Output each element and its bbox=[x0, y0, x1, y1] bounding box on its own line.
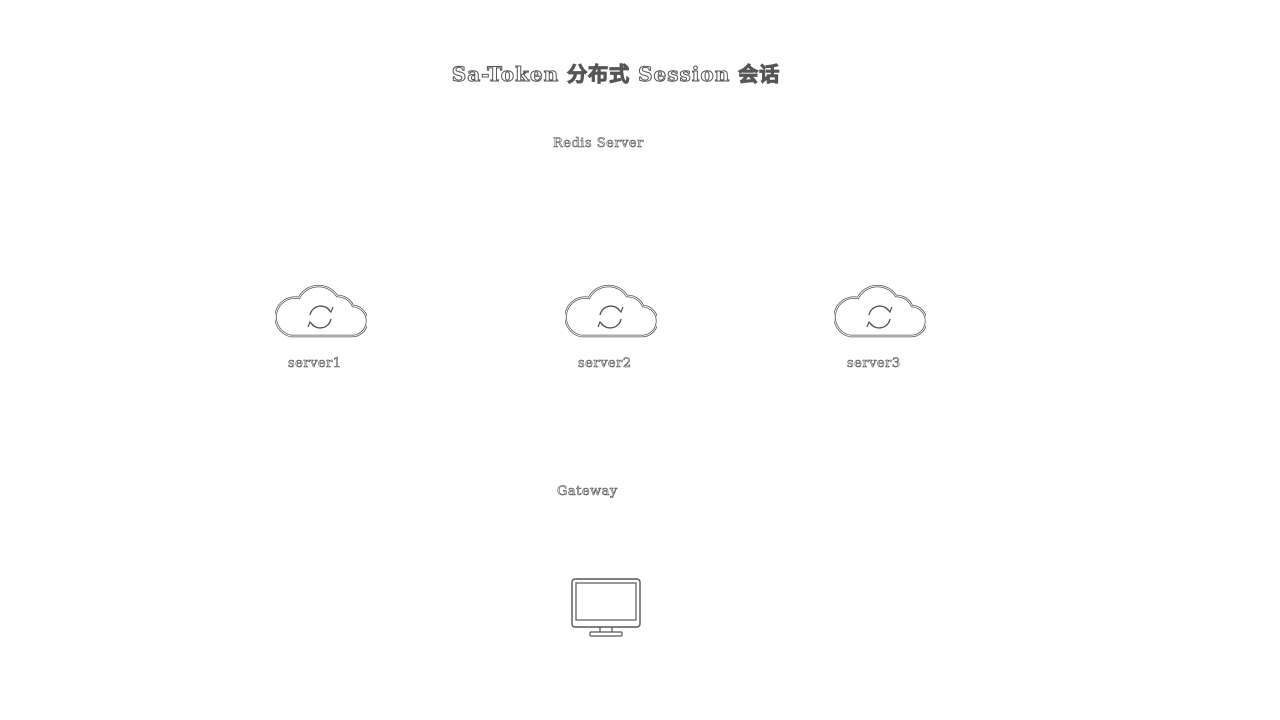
cloud-sync-icon bbox=[565, 282, 657, 338]
redis-server-label: Redis Server bbox=[553, 136, 644, 152]
cloud-sync-icon bbox=[834, 282, 926, 338]
gateway-label: Gateway bbox=[557, 484, 618, 500]
monitor-icon bbox=[570, 577, 642, 639]
server2-label: server2 bbox=[578, 356, 632, 372]
diagram-title: Sa-Token 分布式 Session 会话 bbox=[451, 62, 781, 87]
server3-label: server3 bbox=[847, 356, 901, 372]
cloud-sync-icon bbox=[275, 282, 367, 338]
server1-label: server1 bbox=[288, 356, 342, 372]
